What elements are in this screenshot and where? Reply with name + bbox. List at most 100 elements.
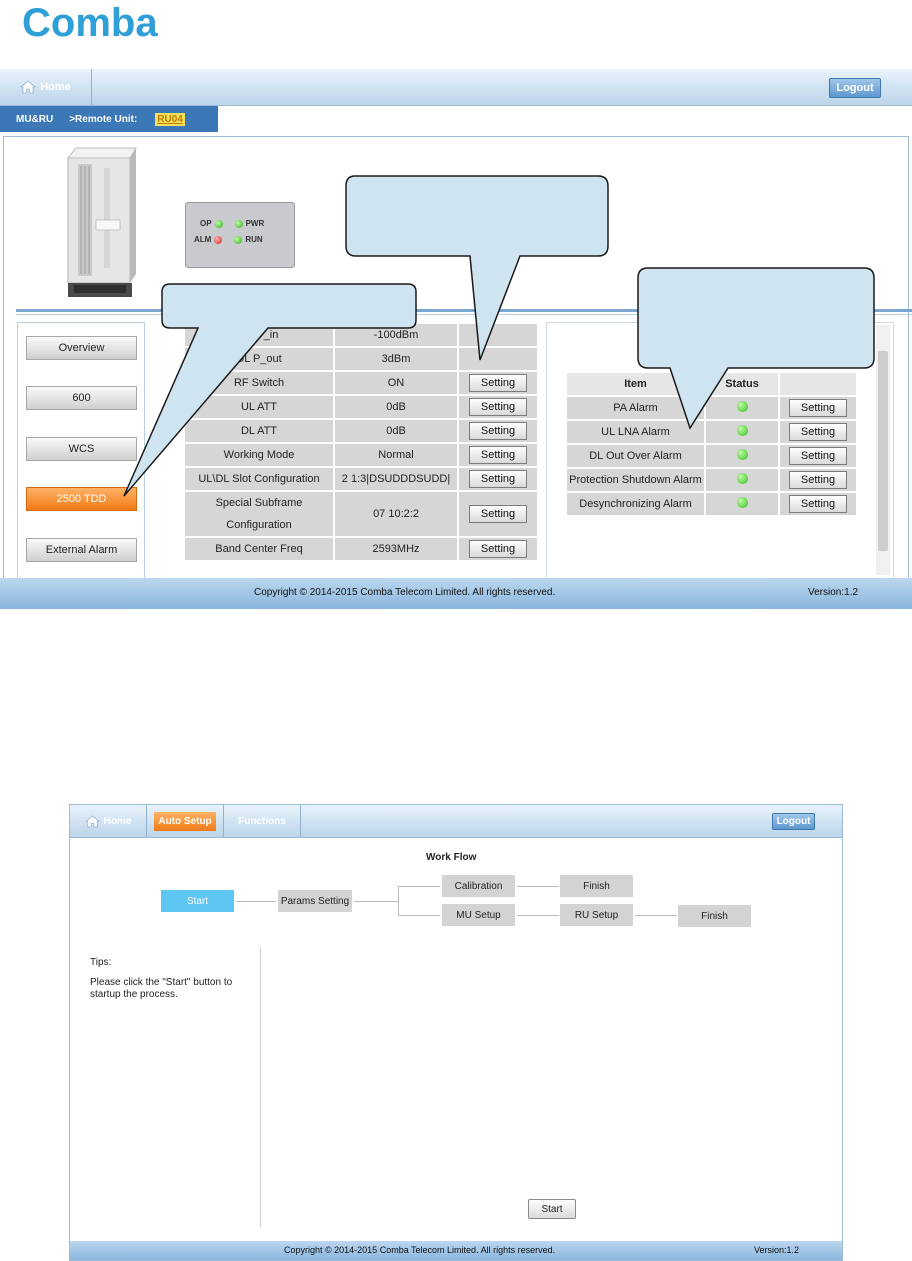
- status-ok-icon: [736, 425, 748, 436]
- tab-functions[interactable]: Functions: [224, 805, 301, 837]
- workflow-step-finish-bottom: Finish: [678, 905, 751, 927]
- param-setting-button[interactable]: Setting: [469, 470, 527, 488]
- workflow-step-finish-top: Finish: [560, 875, 633, 897]
- workflow-step-calibration: Calibration: [442, 875, 515, 897]
- comba-logo: Comba: [22, 2, 158, 44]
- param-action: Setting: [457, 536, 539, 562]
- breadcrumb-sub: >Remote Unit:: [69, 113, 138, 125]
- start-button[interactable]: Start: [528, 1199, 576, 1219]
- param-name: UL\DL Slot Configuration: [183, 466, 335, 492]
- workflow-connector: [236, 901, 276, 902]
- alm-led-icon: [214, 235, 223, 244]
- home-icon: [84, 815, 100, 827]
- workflow-step-ru-setup: RU Setup: [560, 904, 633, 926]
- alarm-action: Setting: [778, 491, 858, 517]
- logout-button[interactable]: Logout: [829, 78, 881, 98]
- footer: Copyright © 2014-2015 Comba Telecom Limi…: [0, 578, 912, 609]
- param-value: 2593MHz: [333, 536, 459, 562]
- workflow-connector: [517, 915, 559, 916]
- home-tab-2-label: Home: [103, 815, 132, 827]
- pwr-led-icon: [234, 219, 243, 228]
- led-label-run: RUN: [245, 235, 263, 244]
- menu-item-overview[interactable]: Overview: [26, 336, 137, 360]
- param-setting-button[interactable]: Setting: [469, 422, 527, 440]
- scrollbar-thumb[interactable]: [878, 351, 888, 551]
- home-icon: [20, 80, 37, 94]
- workflow-step-start[interactable]: Start: [161, 890, 234, 912]
- alarm-status: [704, 395, 780, 421]
- param-value: 2 1:3|DSUDDDSUDD|: [333, 466, 459, 492]
- alarm-setting-button[interactable]: Setting: [789, 495, 847, 513]
- alarm-setting-button[interactable]: Setting: [789, 399, 847, 417]
- param-setting-button[interactable]: Setting: [469, 398, 527, 416]
- alarm-item: PA Alarm: [565, 395, 706, 421]
- copyright-text-2: Copyright © 2014-2015 Comba Telecom Limi…: [284, 1245, 556, 1255]
- menu-item-2500-tdd[interactable]: 2500 TDD: [26, 487, 137, 511]
- alarm-status: [704, 443, 780, 469]
- alarm-status: [704, 467, 780, 493]
- breadcrumb-unit[interactable]: RU04: [155, 112, 185, 126]
- param-setting-button[interactable]: Setting: [469, 446, 527, 464]
- tab-auto-setup[interactable]: Auto Setup: [147, 805, 224, 837]
- alarm-row: PA Alarm Setting: [565, 395, 858, 421]
- led-panel: OP PWR ALM RUN: [185, 202, 295, 268]
- led-label-alm: ALM: [194, 235, 212, 244]
- workflow-step-mu-setup: MU Setup: [442, 904, 515, 926]
- param-value: 07 10:2:2: [333, 490, 459, 538]
- workflow-connector: [398, 915, 440, 916]
- param-action: [457, 322, 539, 348]
- param-value: Normal: [333, 442, 459, 468]
- alarm-row: Protection Shutdown Alarm Setting: [565, 467, 858, 493]
- tab-auto-setup-label: Auto Setup: [154, 811, 216, 831]
- version-text-2: Version:1.2: [754, 1245, 800, 1255]
- alarm-item: Protection Shutdown Alarm: [565, 467, 706, 493]
- tips-text: Please click the "Start" button to start…: [90, 977, 233, 1000]
- led-label-op: OP: [200, 219, 212, 228]
- menu-item-600[interactable]: 600: [26, 386, 137, 410]
- param-action: Setting: [457, 442, 539, 468]
- param-setting-button[interactable]: Setting: [469, 505, 527, 523]
- logout-button-2[interactable]: Logout: [772, 813, 815, 830]
- home-tab-label: Home: [40, 81, 71, 93]
- breadcrumb-root[interactable]: MU&RU: [16, 113, 54, 125]
- top-nav-bar: Home Logout: [0, 69, 912, 106]
- alarm-setting-button[interactable]: Setting: [789, 471, 847, 489]
- workflow-connector: [517, 886, 559, 887]
- run-led-icon: [234, 235, 243, 244]
- param-setting-button[interactable]: Setting: [469, 374, 527, 392]
- param-name: DL ATT: [183, 418, 335, 444]
- auto-setup-screen: Home Auto Setup Functions Logout Work Fl…: [69, 804, 843, 1261]
- home-tab-2[interactable]: Home: [70, 805, 147, 837]
- alarm-action: Setting: [778, 419, 858, 445]
- alarm-status: [704, 491, 780, 517]
- workflow-connector: [354, 901, 398, 902]
- alarm-setting-button[interactable]: Setting: [789, 447, 847, 465]
- footer-2: Copyright © 2014-2015 Comba Telecom Limi…: [70, 1241, 842, 1260]
- workflow-step-params: Params Setting: [278, 890, 352, 912]
- alarm-panel-scrollbar[interactable]: [876, 325, 890, 575]
- tab-functions-label: Functions: [238, 815, 286, 827]
- status-ok-icon: [736, 473, 748, 484]
- home-tab[interactable]: Home: [0, 69, 92, 105]
- led-label-pwr: PWR: [245, 219, 265, 228]
- menu-item-external-alarm[interactable]: External Alarm: [26, 538, 137, 562]
- workflow-connector: [635, 915, 677, 916]
- remote-unit-device-image: [66, 147, 137, 297]
- status-ok-icon: [736, 449, 748, 460]
- tips-title: Tips:: [90, 957, 112, 968]
- param-action: [457, 346, 539, 372]
- param-value: 0dB: [333, 418, 459, 444]
- menu-item-wcs[interactable]: WCS: [26, 437, 137, 461]
- param-action: Setting: [457, 490, 539, 538]
- param-setting-button[interactable]: Setting: [469, 540, 527, 558]
- version-text: Version:1.2: [808, 587, 859, 598]
- param-name: Special Subframe Configuration: [183, 490, 335, 538]
- alarm-setting-button[interactable]: Setting: [789, 423, 847, 441]
